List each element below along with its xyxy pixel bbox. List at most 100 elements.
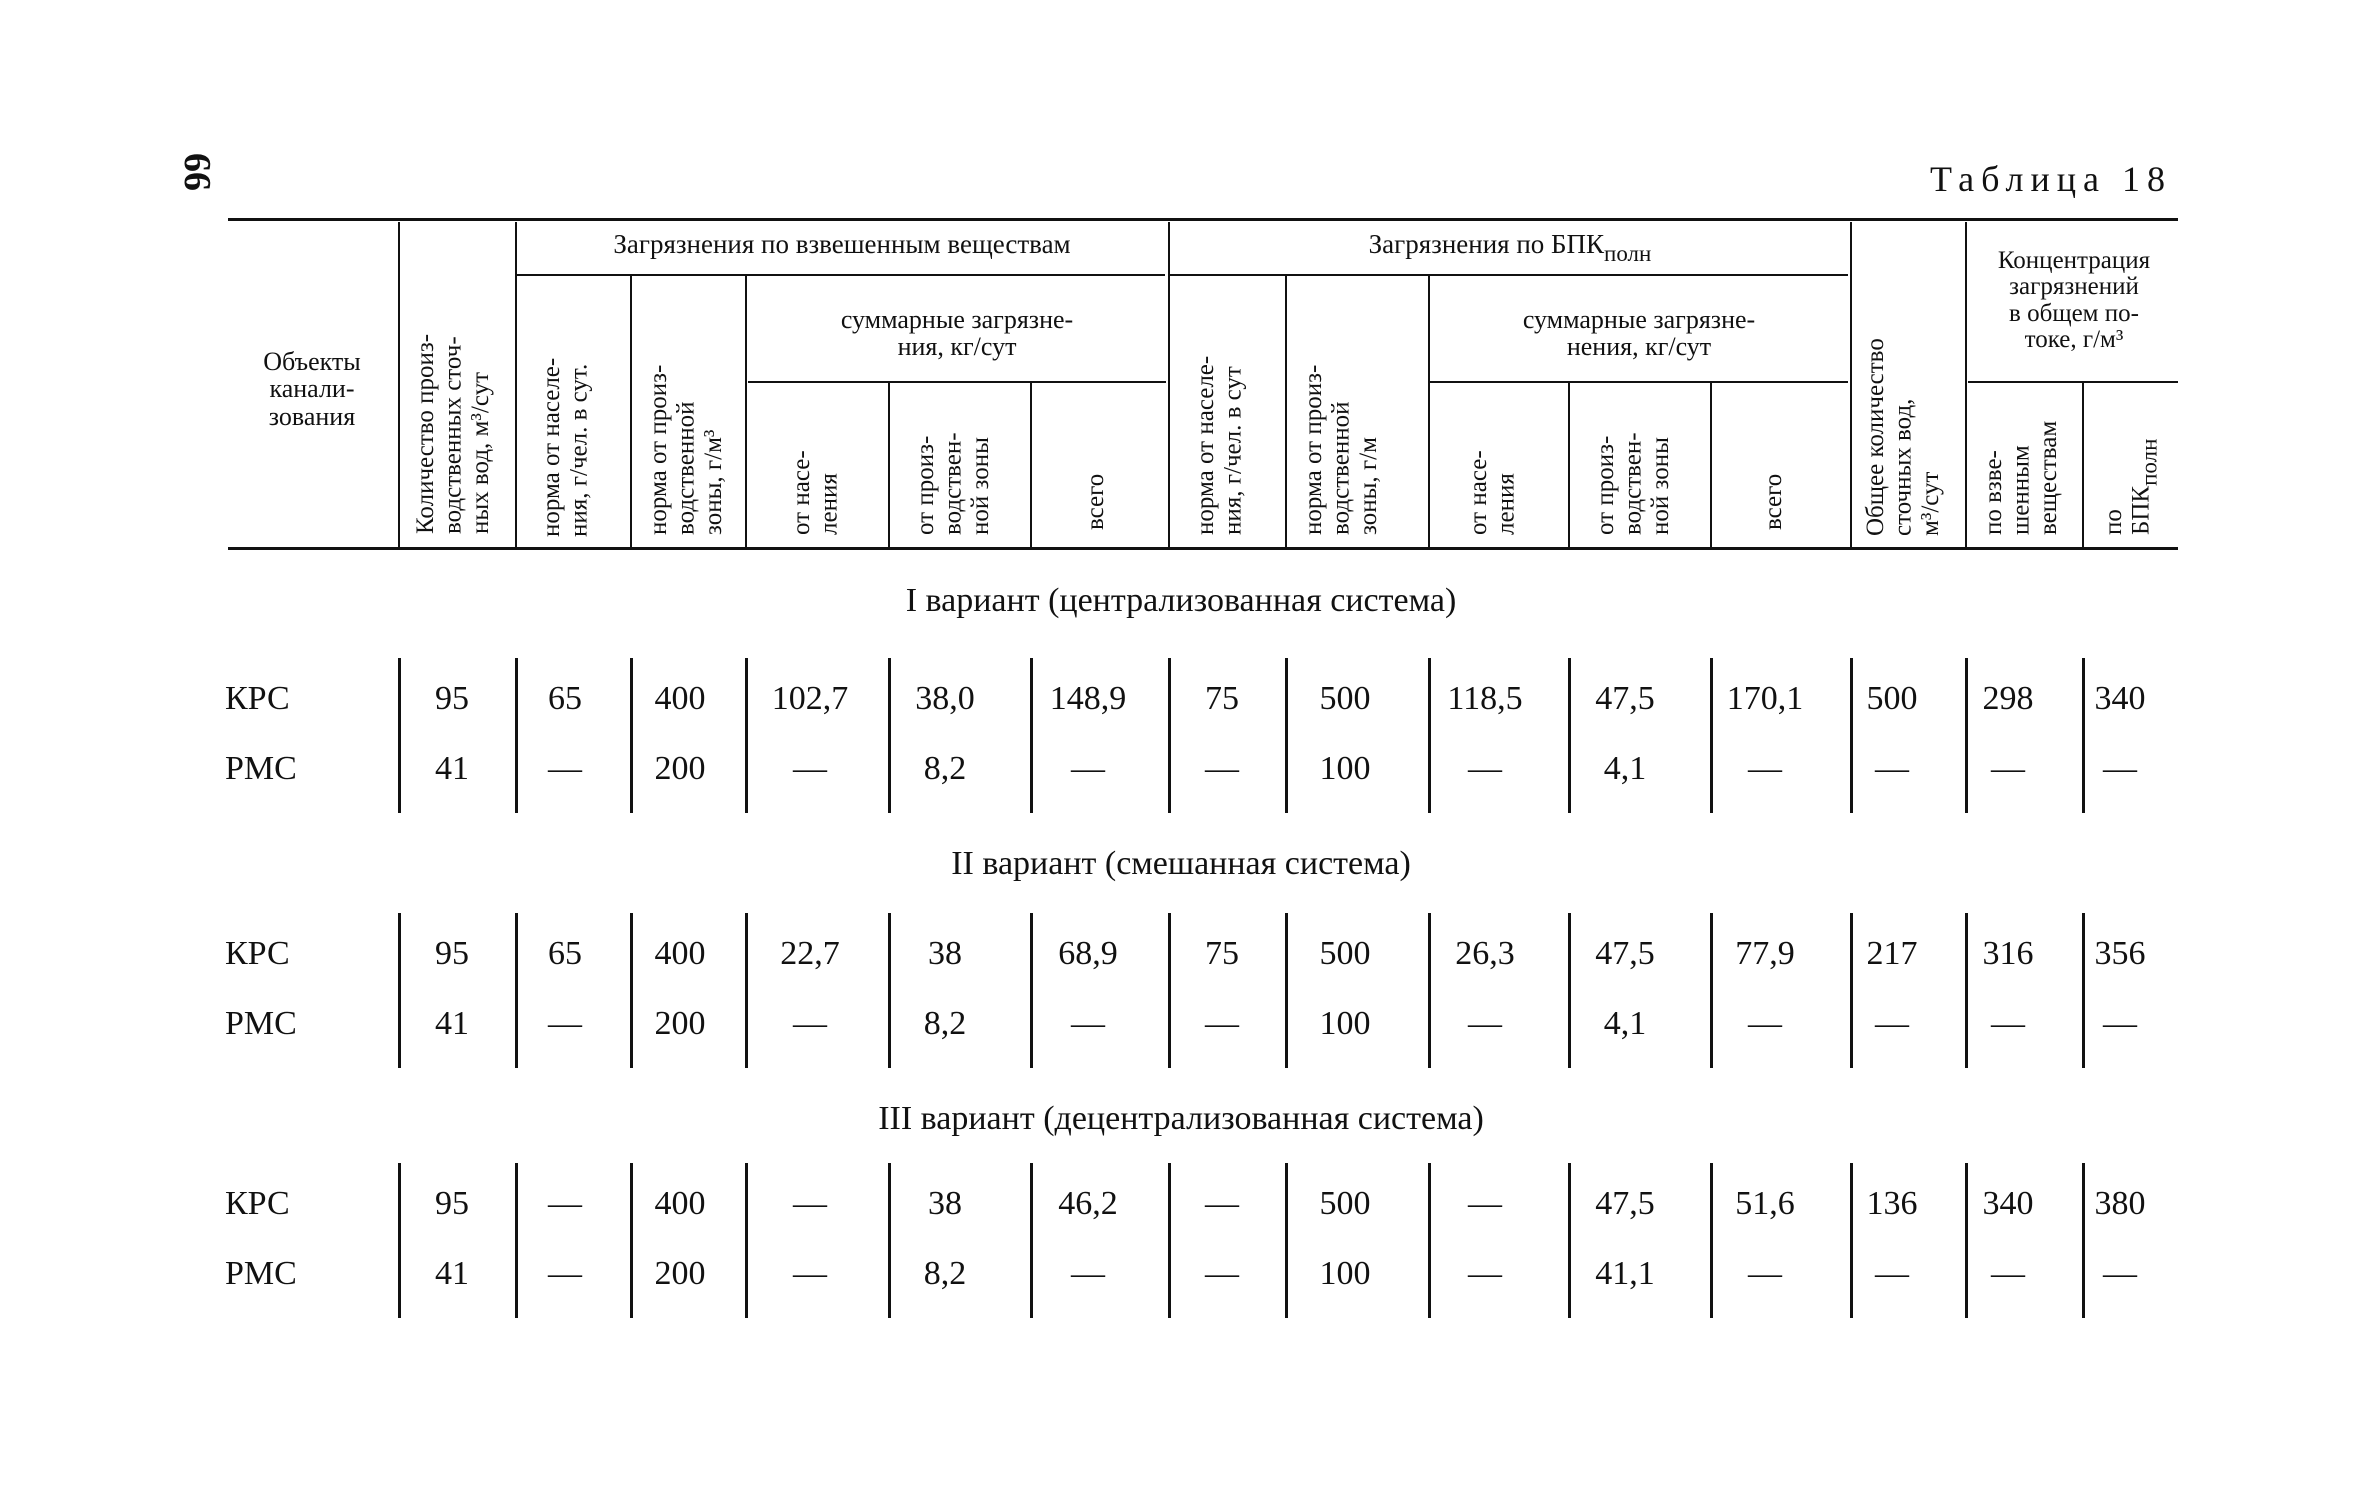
body-vline xyxy=(2082,1163,2085,1318)
body-vline xyxy=(1568,658,1571,813)
table-cell: 200 xyxy=(654,750,706,787)
table-cell: 200 xyxy=(654,1005,706,1042)
table-cell: 65 xyxy=(548,680,582,717)
hv-9 xyxy=(1428,276,1430,547)
table-cell: — xyxy=(1205,1005,1239,1042)
table-cell: — xyxy=(1468,1005,1502,1042)
table-cell: 217 xyxy=(1866,935,1918,972)
table-cell: 100 xyxy=(1319,750,1371,787)
table-cell: 68,9 xyxy=(1058,935,1118,972)
hv-11 xyxy=(1710,383,1712,547)
header-bottom-rule xyxy=(228,547,2178,550)
conc-rule xyxy=(1968,381,2178,383)
body-vline xyxy=(1965,658,1968,813)
hv-1 xyxy=(398,222,400,547)
header-norm-pop-susp: норма от населе- ния, г/чел. в сут. xyxy=(538,357,593,537)
body-vline xyxy=(1030,1163,1033,1318)
table-cell: 41 xyxy=(435,1255,469,1292)
table-cell: 400 xyxy=(654,680,706,717)
table-cell: — xyxy=(2103,750,2137,787)
header-group-suspended: Загрязнения по взвешенным веществам xyxy=(613,229,1071,259)
table-cell: 41 xyxy=(435,750,469,787)
subgroup-rule-bpk xyxy=(1168,274,1848,276)
table-cell: — xyxy=(1205,1185,1239,1222)
table-cell: — xyxy=(1468,1255,1502,1292)
hv-3 xyxy=(630,276,632,547)
body-vline xyxy=(398,658,401,813)
section-title: II вариант (смешанная система) xyxy=(951,845,1411,882)
body-vline xyxy=(1710,1163,1713,1318)
page-number: 66 xyxy=(176,153,218,191)
body-vline xyxy=(1285,913,1288,1068)
header-sum-susp: суммарные загрязне- ния, кг/сут xyxy=(840,305,1074,362)
sum-rule-bpk xyxy=(1428,381,1848,383)
header-conc-suspended: по взве- шенным веществам xyxy=(1980,420,2062,535)
body-vline xyxy=(1850,658,1853,813)
body-vline xyxy=(1285,1163,1288,1318)
table-cell: — xyxy=(1205,750,1239,787)
body-vline xyxy=(1850,913,1853,1068)
table-cell: 47,5 xyxy=(1595,1185,1655,1222)
body-vline xyxy=(1965,913,1968,1068)
body-vline xyxy=(630,658,633,813)
hv-8 xyxy=(1285,276,1287,547)
table-cell: — xyxy=(1991,1255,2025,1292)
body-vline xyxy=(1285,658,1288,813)
body-vline xyxy=(515,1163,518,1318)
table-cell: 380 xyxy=(2094,1185,2146,1222)
sum-rule-susp xyxy=(748,381,1166,383)
header-total-bpk: всего xyxy=(1760,473,1787,530)
body-vline xyxy=(1030,913,1033,1068)
table-cell: — xyxy=(1071,1005,1105,1042)
table-cell: 26,3 xyxy=(1455,935,1515,972)
body-vline xyxy=(1428,658,1431,813)
table-cell: — xyxy=(1875,750,1909,787)
section-title: III вариант (децентрализованная система) xyxy=(878,1100,1484,1137)
header-qty-prod: Количество произ- водственных сточ- ных … xyxy=(412,333,494,534)
table-cell: 298 xyxy=(1982,680,2034,717)
body-vline xyxy=(745,1163,748,1318)
header-from-prod-susp: от произ- водствен- ной зоны xyxy=(912,432,994,535)
table-cell: — xyxy=(548,1185,582,1222)
header-group-bpk-sub: полн xyxy=(1604,241,1652,266)
table-cell: 22,7 xyxy=(780,935,840,972)
row-label: КРС xyxy=(225,1185,290,1222)
body-vline xyxy=(398,913,401,1068)
hv-10 xyxy=(1568,383,1570,547)
table-cell: — xyxy=(1468,1185,1502,1222)
table-cell: 340 xyxy=(1982,1185,2034,1222)
table-cell: 400 xyxy=(654,935,706,972)
body-vline xyxy=(888,913,891,1068)
body-vline xyxy=(630,913,633,1068)
table-cell: — xyxy=(793,1005,827,1042)
table-cell: 400 xyxy=(654,1185,706,1222)
body-vline xyxy=(1428,913,1431,1068)
table-cell: 95 xyxy=(435,935,469,972)
body-vline xyxy=(1568,913,1571,1068)
header-from-pop-susp: от насе- ления xyxy=(788,450,843,535)
table-cell: — xyxy=(548,1005,582,1042)
table-cell: 38,0 xyxy=(915,680,975,717)
table-cell: — xyxy=(793,750,827,787)
table-cell: 100 xyxy=(1319,1005,1371,1042)
hv-5 xyxy=(888,383,890,547)
table-cell: 8,2 xyxy=(923,750,967,787)
body-vline xyxy=(1428,1163,1431,1318)
table-cell: 41,1 xyxy=(1595,1255,1655,1292)
table-cell: — xyxy=(1205,1255,1239,1292)
table-cell: — xyxy=(1468,750,1502,787)
table-cell: 136 xyxy=(1866,1185,1918,1222)
header-conc-bpk-text: по БПК xyxy=(2100,485,2155,535)
table-cell: 38 xyxy=(928,935,962,972)
table-cell: — xyxy=(793,1185,827,1222)
table-cell: 118,5 xyxy=(1447,680,1523,717)
hv-13 xyxy=(1965,222,1967,547)
table-cell: 316 xyxy=(1982,935,2034,972)
table-cell: 340 xyxy=(2094,680,2146,717)
section-title: I вариант (централизованная система) xyxy=(905,582,1457,619)
header-conc-bpk-sub: полн xyxy=(2136,438,2162,486)
body-vline xyxy=(630,1163,633,1318)
table-cell: 500 xyxy=(1319,1185,1371,1222)
table-cell: — xyxy=(1071,1255,1105,1292)
table-cell: 148,9 xyxy=(1049,680,1127,717)
